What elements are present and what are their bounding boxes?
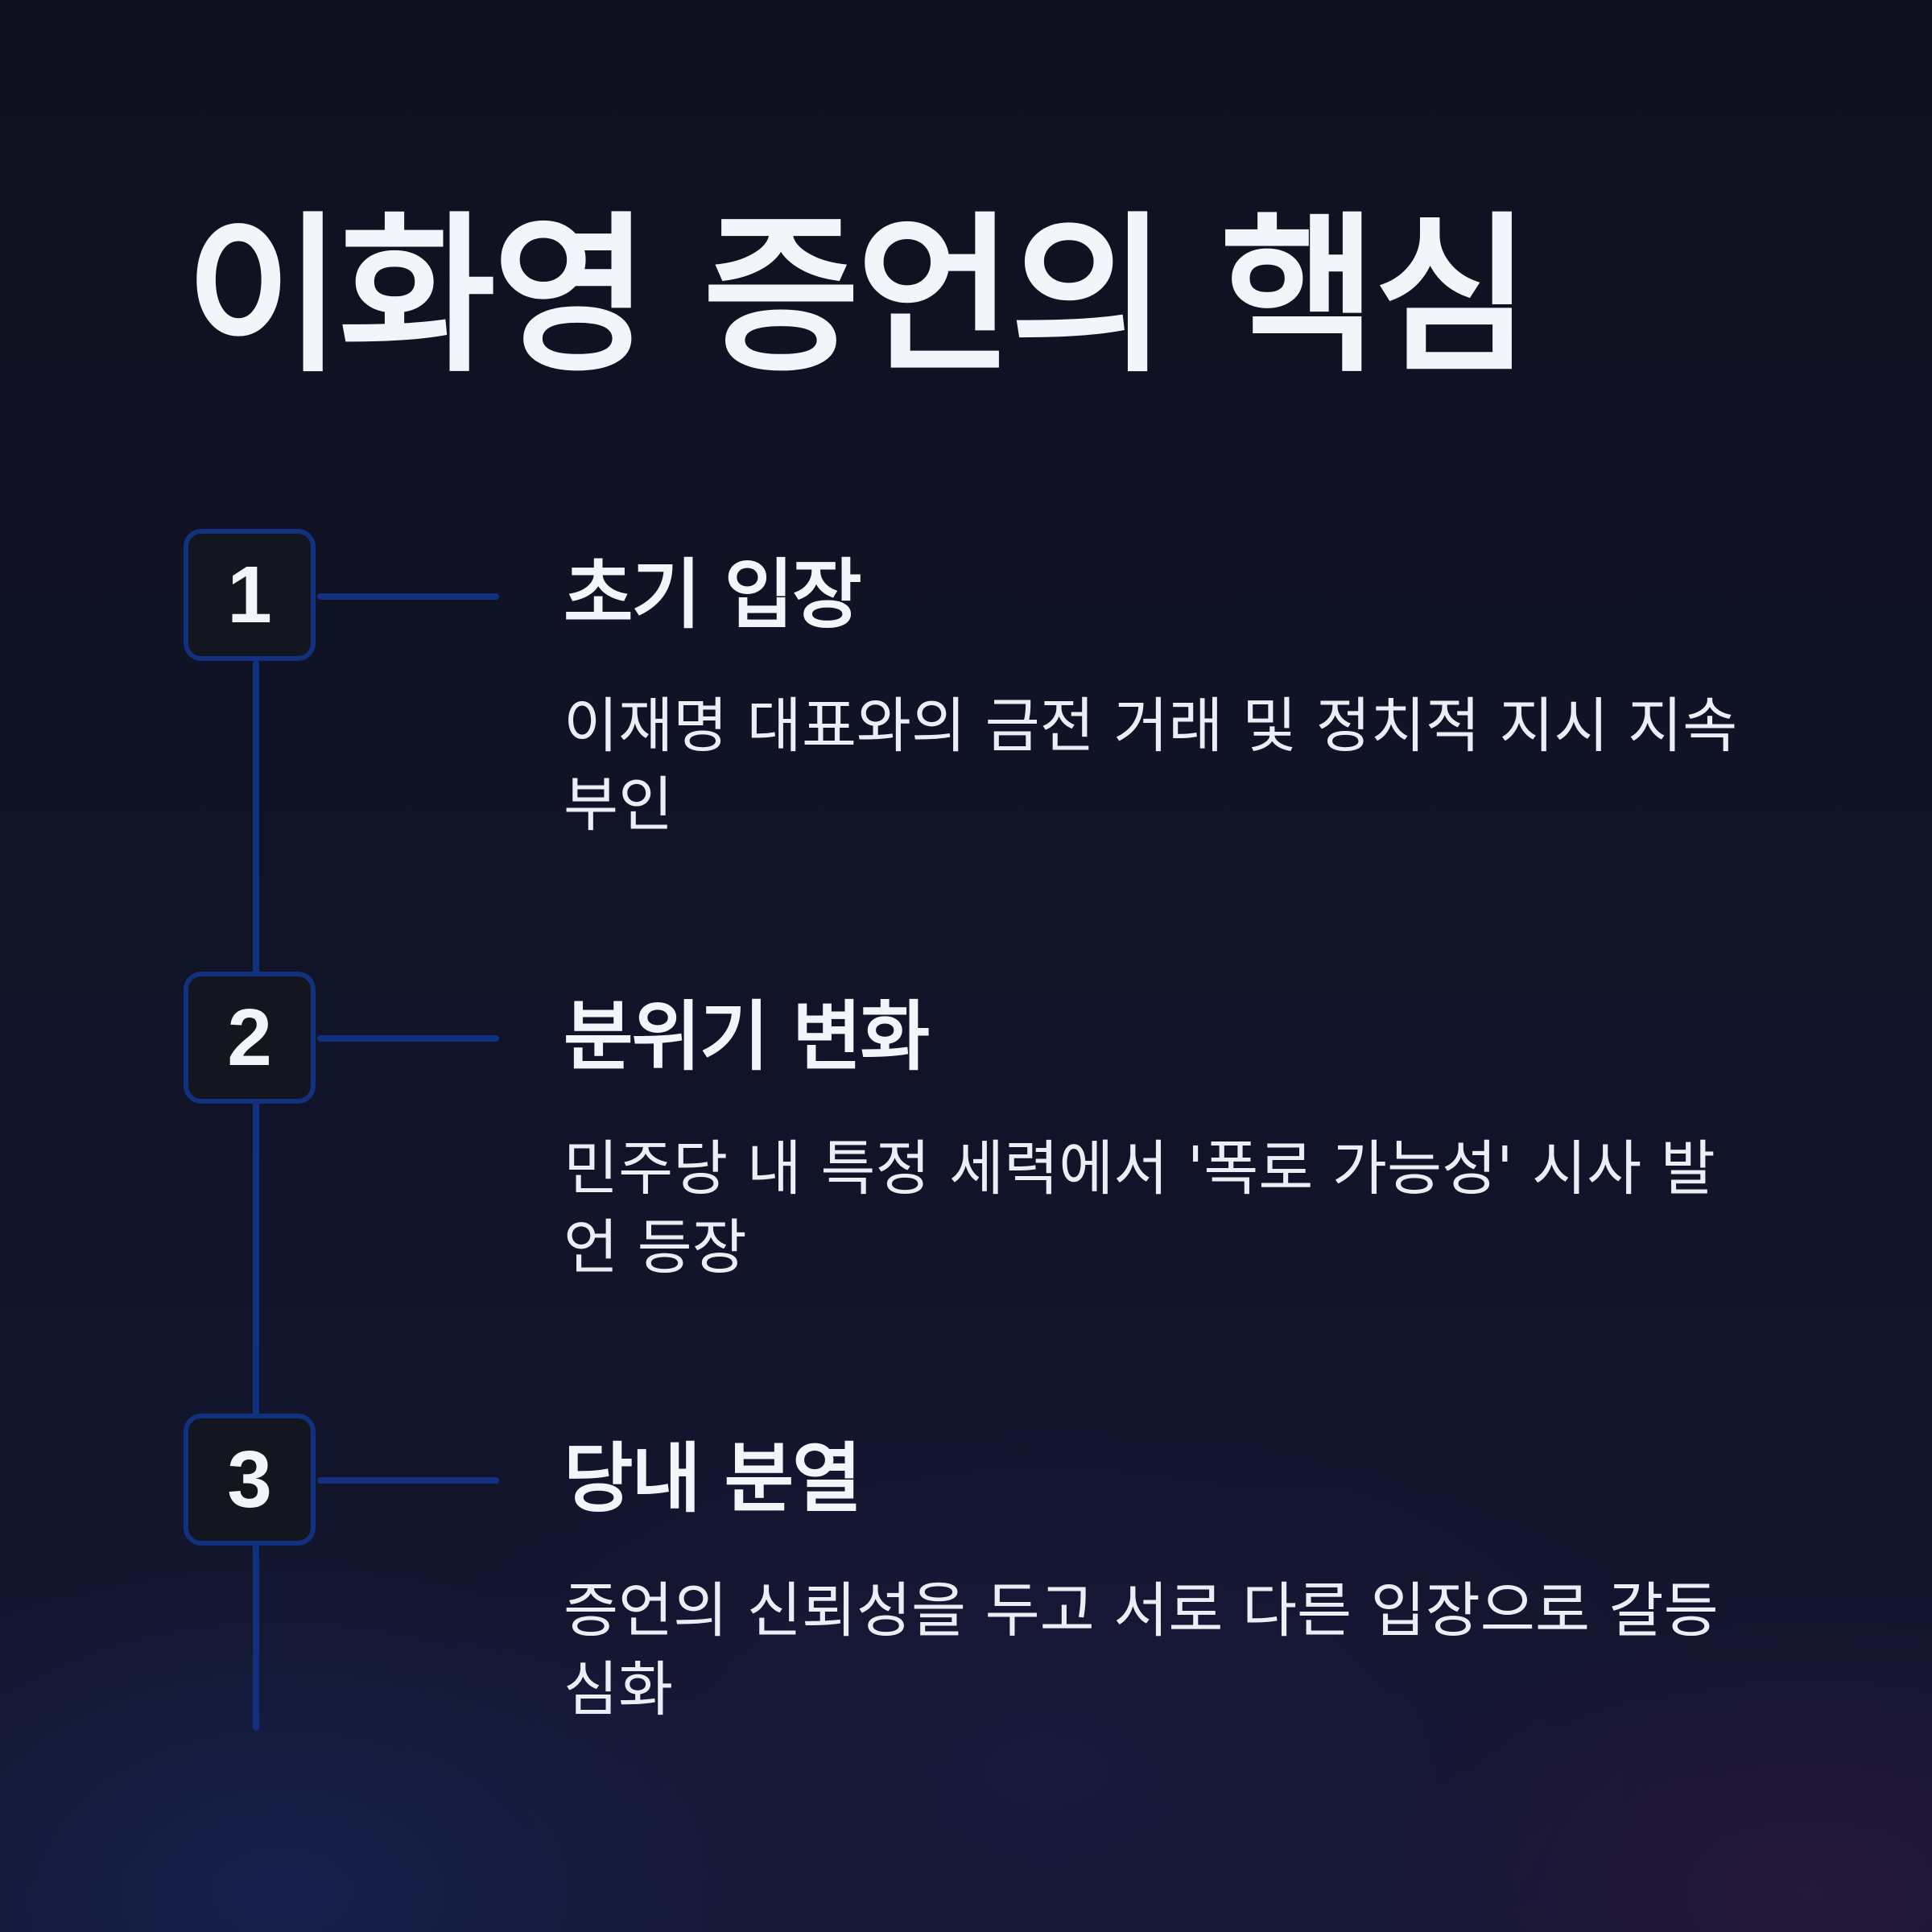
step-number-badge: 3	[184, 1414, 316, 1546]
step-number-badge: 1	[184, 529, 316, 661]
step-heading: 당내 분열	[564, 1435, 862, 1523]
step-connector-line	[317, 1477, 499, 1484]
timeline-vertical-line	[253, 660, 259, 1731]
step-description: 이재명 대표와의 금전 거래 및 정치적 지시 지속 부인	[564, 691, 1738, 840]
step-description: 민주당 내 특정 세력에서 '폭로 가능성' 시사 발언 등장	[564, 1134, 1715, 1282]
step-description: 증언의 신뢰성을 두고 서로 다른 입장으로 갈등 심화	[564, 1576, 1719, 1724]
step-heading: 초기 입장	[564, 551, 862, 639]
page-title: 이화영 증언의 핵심	[185, 196, 1531, 395]
step-connector-line	[317, 1035, 499, 1042]
step-heading: 분위기 변화	[564, 993, 930, 1081]
step-number-badge: 2	[184, 972, 316, 1104]
step-connector-line	[317, 593, 499, 600]
